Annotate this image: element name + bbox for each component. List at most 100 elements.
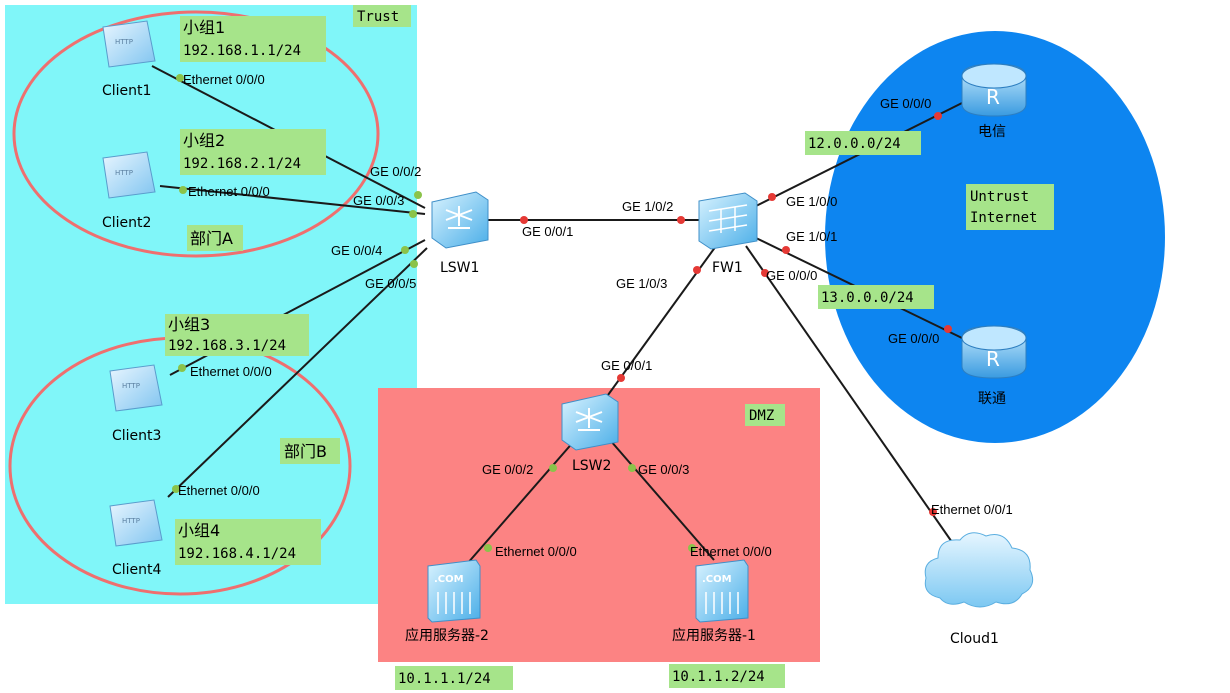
port-dot-down: [934, 112, 942, 120]
trust-zone: [5, 5, 417, 604]
client1-label: Client1: [102, 83, 151, 99]
link-client4-lsw1[interactable]: [167, 247, 428, 498]
port-dot-down: [761, 269, 769, 277]
lsw2[interactable]: [561, 393, 619, 451]
port-dot-up: [410, 260, 418, 268]
svg-text:HTTP: HTTP: [122, 382, 140, 390]
cloud-icon: [924, 532, 1034, 608]
subgroup1-subnet: 192.168.1.1/24: [183, 43, 301, 59]
subgroup1-name: 小组1: [183, 18, 225, 37]
lsw2-ge002-label: GE 0/0/2: [482, 462, 533, 477]
tag-subgroup1: [180, 16, 326, 62]
client-icon: [102, 151, 156, 199]
tag-dept-b: [280, 438, 340, 464]
server1[interactable]: .COM: [695, 559, 749, 623]
dmz-zone-label: DMZ: [749, 408, 774, 424]
lsw1-ge003-label: GE 0/0/3: [353, 193, 404, 208]
fw1-ge103-label: GE 1/0/3: [616, 276, 667, 291]
internet-zone-label: Internet: [970, 210, 1037, 226]
server2-label: 应用服务器-2: [405, 627, 489, 644]
port-dot-up: [688, 544, 696, 552]
unicom-router[interactable]: R: [961, 325, 1027, 379]
server-icon: [427, 559, 481, 623]
client3-port-label: Ethernet 0/0/0: [190, 364, 272, 379]
client1-port-label: Ethernet 0/0/0: [183, 72, 265, 87]
subgroup3-name: 小组3: [168, 315, 210, 334]
lsw2-ge001-label: GE 0/0/1: [601, 358, 652, 373]
link-lsw2-server1[interactable]: [609, 439, 715, 561]
server1-label: 应用服务器-1: [672, 627, 756, 644]
port-dot-down: [944, 325, 952, 333]
cloud1[interactable]: [924, 532, 1034, 608]
client2-port-label: Ethernet 0/0/0: [188, 184, 270, 199]
port-dot-up: [414, 191, 422, 199]
lsw2-label: LSW2: [572, 458, 611, 474]
port-dot-down: [782, 246, 790, 254]
link-lsw2-server2[interactable]: [459, 439, 576, 573]
tag-server1-subnet: [669, 664, 785, 688]
lsw2-ge003-label: GE 0/0/3: [638, 462, 689, 477]
svg-text:R: R: [986, 347, 1000, 371]
telecom-subnet: 12.0.0.0/24: [808, 136, 901, 152]
client3[interactable]: HTTP: [109, 364, 163, 412]
fw1-label: FW1: [712, 260, 743, 276]
port-dot-up: [401, 246, 409, 254]
link-fw1-cloud1[interactable]: [745, 245, 955, 546]
link-client2-lsw1[interactable]: [159, 185, 426, 215]
firewall-icon: [698, 192, 758, 250]
fw1[interactable]: [698, 192, 758, 250]
port-dot-down: [768, 193, 776, 201]
tag-subgroup2: [180, 129, 326, 175]
client3-label: Client3: [112, 428, 161, 444]
tag-telecom-subnet: [805, 131, 921, 155]
lsw1-ge002-label: GE 0/0/2: [370, 164, 421, 179]
telecom-port-label: GE 0/0/0: [880, 96, 931, 111]
telecom-label: 电信: [978, 124, 1006, 140]
subgroup2-subnet: 192.168.2.1/24: [183, 156, 301, 172]
tag-dept-a: [187, 225, 243, 251]
tag-untrust: [966, 184, 1054, 230]
client4-label: Client4: [112, 562, 162, 578]
svg-text:HTTP: HTTP: [115, 38, 133, 46]
subgroup3-subnet: 192.168.3.1/24: [168, 338, 286, 354]
port-dot-down: [520, 216, 528, 224]
dept-a-label: 部门A: [190, 229, 233, 248]
dept-a-ring: [12, 10, 380, 258]
telecom-router[interactable]: R: [961, 63, 1027, 117]
port-dot-up: [549, 464, 557, 472]
client1[interactable]: HTTP: [102, 20, 156, 68]
tag-subgroup4: [175, 519, 321, 565]
port-dot-up: [178, 364, 186, 372]
subgroup4-subnet: 192.168.4.1/24: [178, 546, 296, 562]
trust-zone-label: Trust: [357, 9, 399, 25]
tag-trust: [353, 5, 411, 27]
port-dot-down: [617, 374, 625, 382]
port-dots: [172, 74, 952, 552]
fw1-ge000-label: GE 0/0/0: [766, 268, 817, 283]
port-dot-down: [929, 508, 937, 516]
fw1-ge101-label: GE 1/0/1: [786, 229, 837, 244]
server2-port-label: Ethernet 0/0/0: [495, 544, 577, 559]
unicom-label: 联通: [978, 391, 1006, 407]
cloud1-label: Cloud1: [950, 631, 999, 647]
lsw1-ge001-label: GE 0/0/1: [522, 224, 573, 239]
subgroup2-name: 小组2: [183, 131, 225, 150]
lsw1[interactable]: [431, 191, 489, 249]
client-icon: [109, 499, 163, 547]
tag-unicom-subnet: [818, 285, 934, 309]
unicom-port-label: GE 0/0/0: [888, 331, 939, 346]
client2-label: Client2: [102, 215, 151, 231]
port-dot-down: [677, 216, 685, 224]
fw1-ge102-label: GE 1/0/2: [622, 199, 673, 214]
unicom-subnet: 13.0.0.0/24: [821, 290, 914, 306]
svg-text:HTTP: HTTP: [122, 517, 140, 525]
client2[interactable]: HTTP: [102, 151, 156, 199]
server2[interactable]: .COM: [427, 559, 481, 623]
client4[interactable]: HTTP: [109, 499, 163, 547]
tag-dmz: [745, 404, 785, 426]
server-icon: [695, 559, 749, 623]
port-dot-up: [628, 464, 636, 472]
lsw1-label: LSW1: [440, 260, 479, 276]
port-dot-up: [409, 210, 417, 218]
